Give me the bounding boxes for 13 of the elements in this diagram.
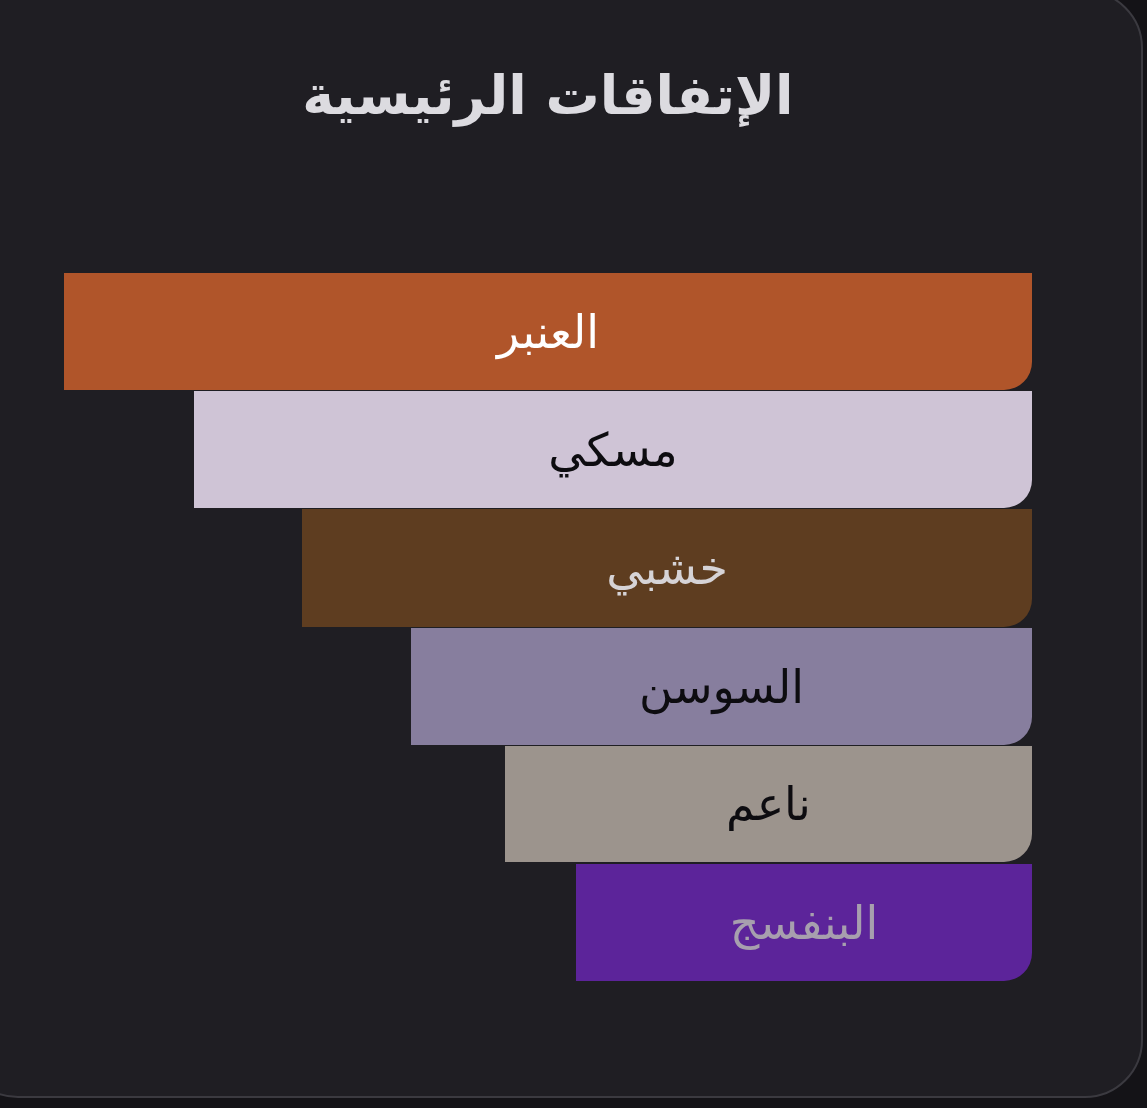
accord-bar (302, 509, 1032, 627)
accord-label: مسكي (548, 421, 678, 480)
accord-label: البنفسج (729, 894, 879, 952)
accord-label: العنبر (496, 303, 600, 362)
accord-bar (576, 864, 1032, 981)
accord-bar (411, 628, 1032, 745)
accord-bar (505, 746, 1032, 862)
accord-bar (64, 273, 1032, 390)
accord-label: خشبي (606, 540, 728, 598)
accord-label: السوسن (638, 658, 805, 717)
accord-label: ناعم (726, 776, 811, 833)
accord-bar (194, 391, 1032, 508)
diagram-title: الإتفاقات الرئيسية (301, 63, 795, 129)
